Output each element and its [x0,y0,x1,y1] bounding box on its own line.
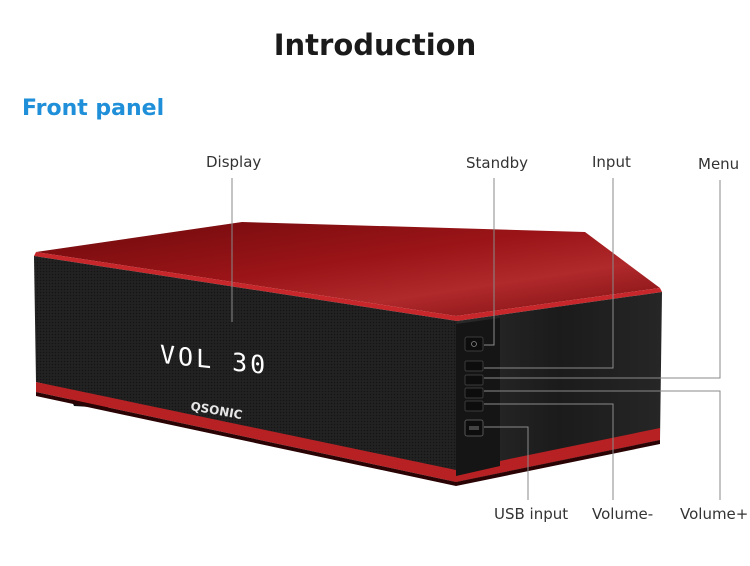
leader-lines [231,178,721,500]
label-standby: Standby [466,154,529,172]
label-menu: Menu [698,155,740,173]
menu-button [464,374,484,386]
standby-button [464,336,484,352]
label-input: Input [592,153,631,171]
front-grille [34,256,457,482]
label-volume-up: Volume+ [680,505,749,523]
input-button [464,360,484,372]
side-panel [456,292,662,482]
section-heading: Front panel [22,96,165,121]
label-display: Display [206,153,262,171]
top-glass [36,222,660,316]
page-title: Introduction [273,28,477,62]
label-usb-input: USB input [494,505,569,523]
volume-down-button [464,387,484,399]
label-volume-down: Volume- [592,505,654,523]
volume-up-button [464,400,484,412]
